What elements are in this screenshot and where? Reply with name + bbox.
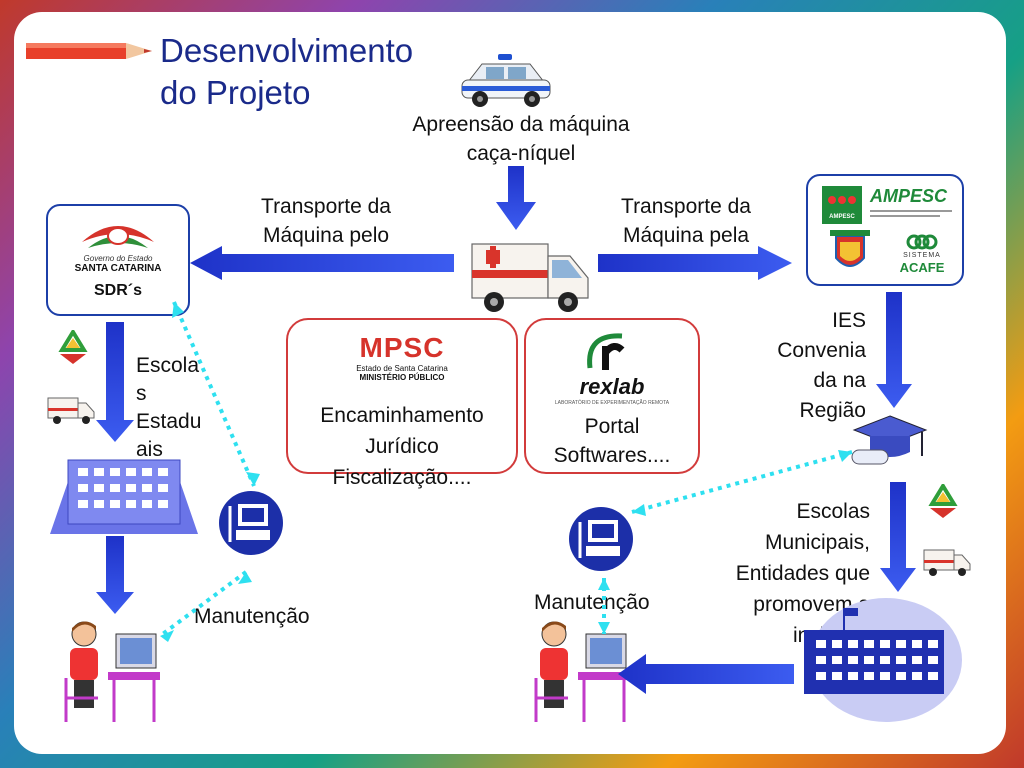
rexlab-logo-icon xyxy=(587,333,625,370)
recycle-icon-right xyxy=(928,484,958,518)
ampesc-logo-text: AMPESC xyxy=(870,186,948,206)
rexlab-sub: LABORATÓRIO DE EXPERIMENTAÇÃO REMOTA xyxy=(554,400,670,406)
arrow-apreensao-down xyxy=(496,166,536,230)
label-ies: IES Convenia da na Região xyxy=(777,309,866,422)
ampesc-lines-icon xyxy=(870,210,952,217)
mpsc-sub1: Estado de Santa Catarina xyxy=(356,364,448,373)
sc-logo-name: SANTA CATARINA xyxy=(74,263,162,274)
acafe-text: ACAFE xyxy=(899,260,945,275)
graduation-cap-icon xyxy=(851,415,928,465)
arrow-municipal-left xyxy=(618,654,794,694)
rexlab-logo-text: rexlab xyxy=(579,374,645,399)
mpsc-sub2: MINISTÉRIO PÚBLICO xyxy=(359,373,445,382)
ambulance-small-icon xyxy=(47,397,95,424)
arrow-sdr-down xyxy=(96,322,134,442)
connectors-layer xyxy=(96,166,916,694)
label-portal: Portal Softwares.... xyxy=(553,415,671,467)
sdr-box: Governo do Estado SANTA CATARINA SDR´s xyxy=(46,204,190,316)
page-title: Desenvolvimento do Projeto xyxy=(160,32,414,111)
mpsc-logo-text: MPSC xyxy=(359,332,445,363)
label-transporte-estado: Transporte da Máquina pelo Estado xyxy=(261,195,391,276)
recycle-icon xyxy=(58,330,88,364)
ampesc-box: AMPESC AMPESC SISTEMA ACAFE xyxy=(806,174,964,286)
arrow-to-ampesc xyxy=(598,246,792,280)
label-manutencao-left: Manutenção xyxy=(194,605,310,628)
arrow-ampesc-down xyxy=(876,292,912,408)
crayon-icon xyxy=(26,43,152,59)
slide: Desenvolvimento do Projeto Apreensão da … xyxy=(14,12,1006,754)
label-encaminhamento: Encaminhamento Jurídico Fiscalização.... xyxy=(320,404,484,489)
person-computer-icon-left xyxy=(64,621,160,722)
sistema-text: SISTEMA xyxy=(903,252,941,259)
acafe-symbol-icon xyxy=(906,234,938,250)
santa-catarina-logo-icon xyxy=(82,226,154,248)
label-apreensao: Apreensão da máquina caça-níquel xyxy=(412,113,630,165)
mpsc-box: MPSC Estado de Santa Catarina MINISTÉRIO… xyxy=(286,318,518,489)
ampesc-small-text: AMPESC xyxy=(829,214,855,220)
sc-coat-of-arms-icon xyxy=(830,230,870,267)
ampesc-small-logo-icon xyxy=(822,186,862,224)
label-sdrs: SDR´s xyxy=(93,282,142,299)
dotted-ies-workstation xyxy=(631,450,853,514)
dotted-workstation-person-left xyxy=(158,570,248,638)
arrow-escolas-down xyxy=(96,536,134,614)
police-car-icon xyxy=(461,54,551,107)
ambulance-icon xyxy=(471,243,589,312)
school-building-icon xyxy=(50,459,198,534)
workstation-icon-right xyxy=(569,507,633,571)
label-escolas-estaduais: Escola s Estadu ais xyxy=(136,354,202,461)
arrow-ies-down xyxy=(880,482,916,592)
ambulance-small-icon-right xyxy=(923,549,971,576)
person-computer-icon-right xyxy=(534,621,630,722)
sc-logo-top: Governo do Estado xyxy=(83,254,153,263)
rexlab-box: rexlab LABORATÓRIO DE EXPERIMENTAÇÃO REM… xyxy=(524,318,700,474)
arrow-to-sdr xyxy=(190,246,454,280)
label-manutencao-right: Manutenção xyxy=(534,591,650,614)
municipal-school-icon xyxy=(804,598,962,722)
workstation-icon-left xyxy=(219,491,283,555)
dotted-sdr-workstation xyxy=(172,301,256,487)
